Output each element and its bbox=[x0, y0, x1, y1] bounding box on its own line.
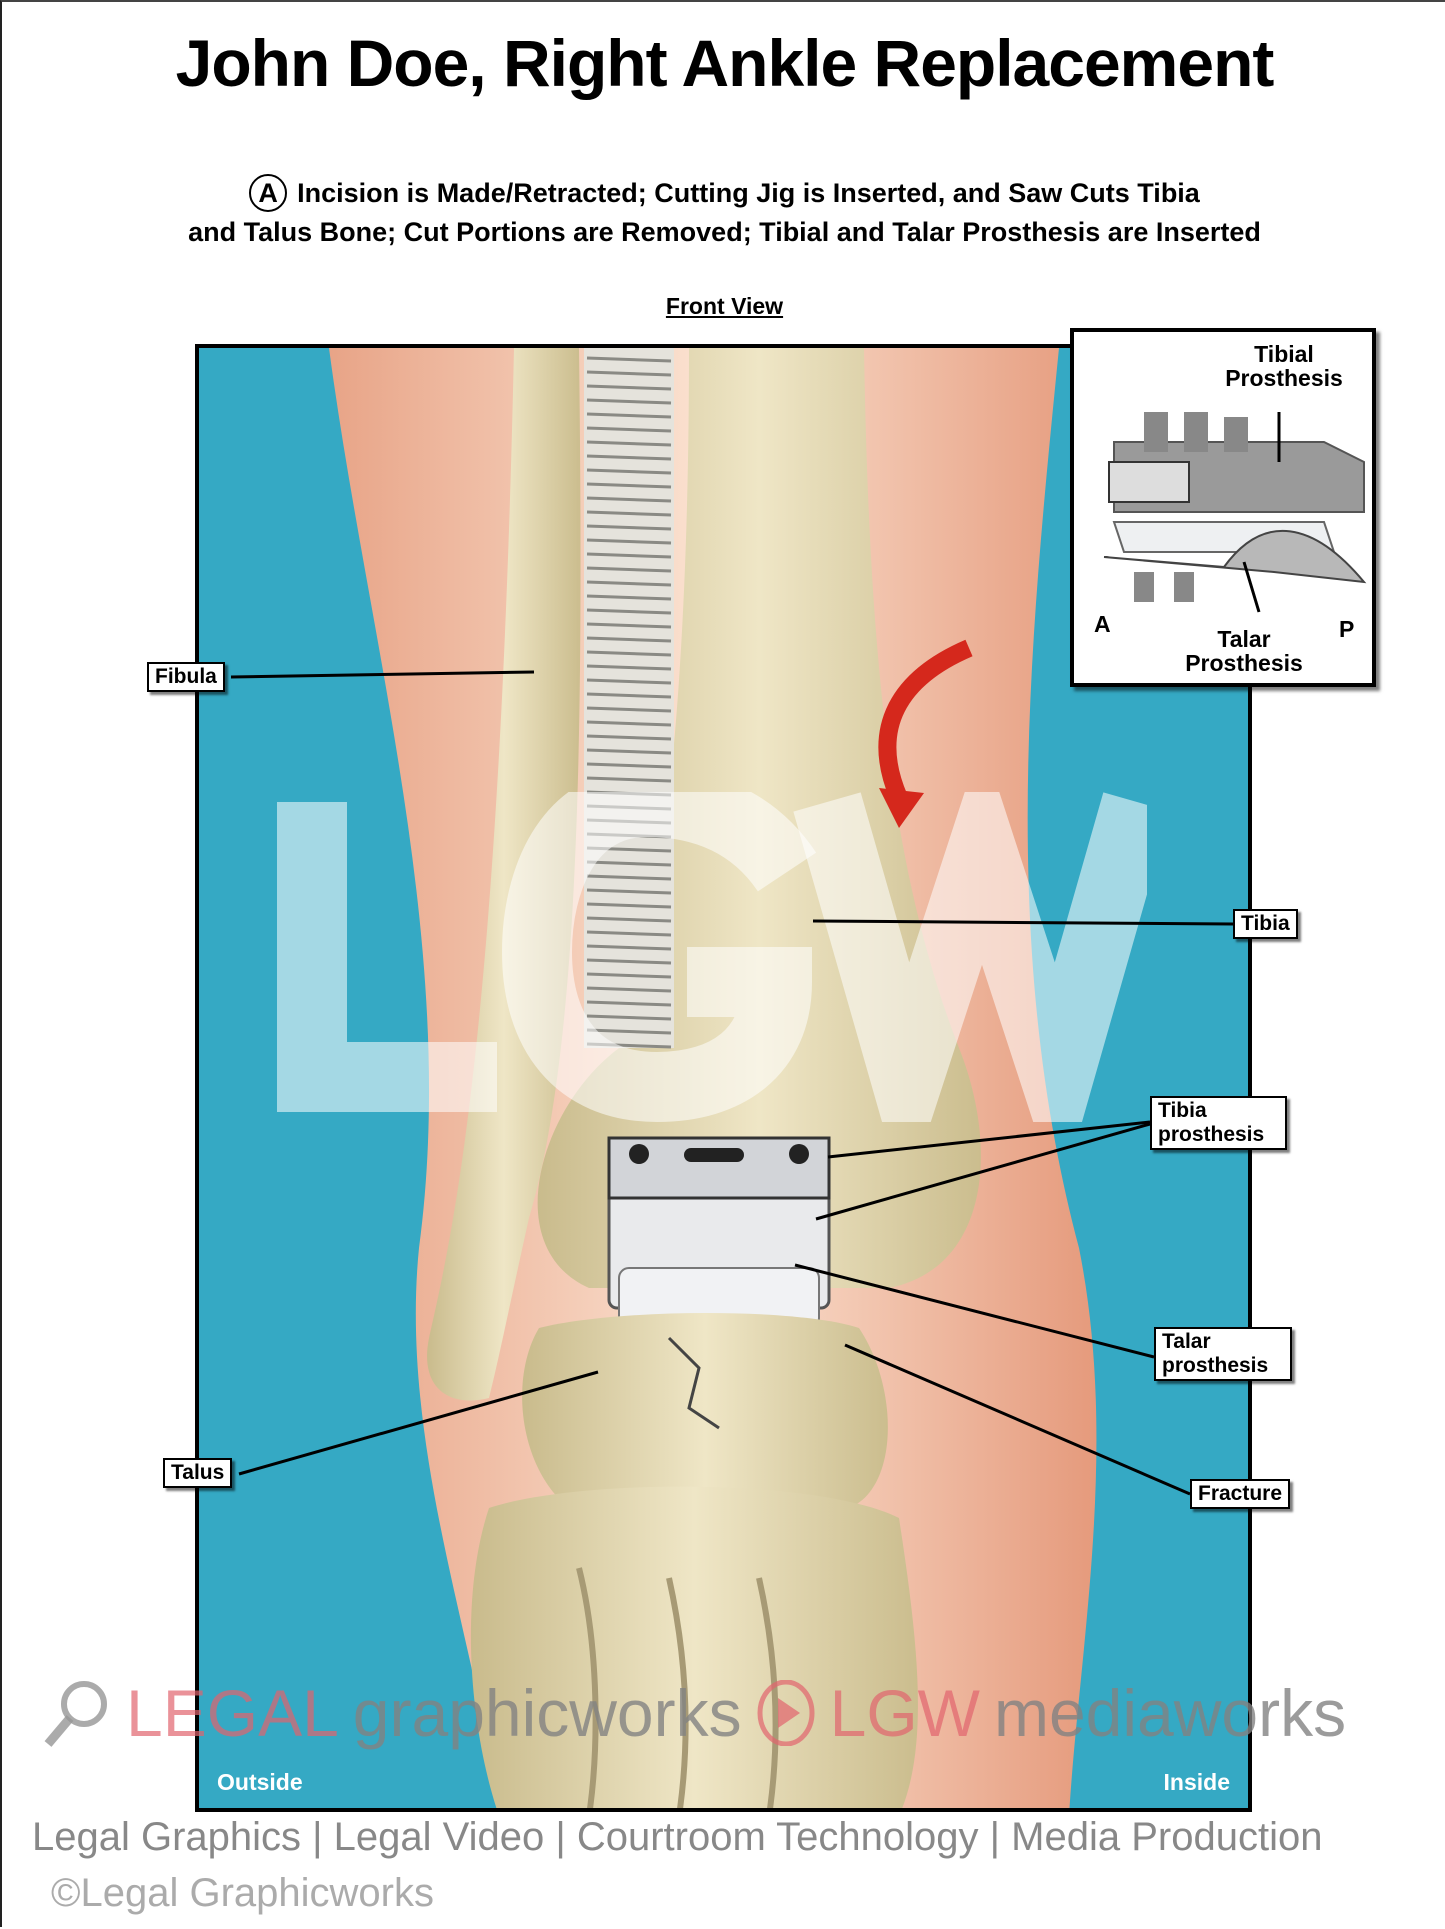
saw-cut-line bbox=[586, 636, 672, 643]
saw-cut-line bbox=[586, 650, 672, 657]
saw-cut-line bbox=[586, 664, 672, 671]
subtitle-line-2: and Talus Bone; Cut Portions are Removed… bbox=[188, 217, 1261, 247]
brand-logo: LEGAL graphicworks LGW mediaworks bbox=[42, 1678, 1346, 1748]
saw-cut-line bbox=[586, 468, 672, 475]
saw-cut-line bbox=[586, 594, 672, 601]
talus-bone bbox=[522, 1313, 888, 1508]
saw-cut-line bbox=[586, 762, 672, 769]
label-talus: Talus bbox=[163, 1458, 233, 1488]
saw-cut-line bbox=[586, 496, 672, 503]
inset-tibial-label: Tibial Prosthesis bbox=[1225, 341, 1343, 391]
inset-anterior-label: A bbox=[1094, 611, 1111, 637]
saw-cut-line bbox=[586, 370, 672, 377]
saw-cut-line bbox=[586, 776, 672, 783]
label-talar-prosthesis: Talar prosthesis bbox=[1154, 1327, 1292, 1381]
saw-cut-line bbox=[586, 580, 672, 587]
page-title: John Doe, Right Ankle Replacement bbox=[175, 26, 1275, 100]
saw-cut-line bbox=[586, 440, 672, 447]
saw-cut-line bbox=[586, 566, 672, 573]
saw-cut-line bbox=[586, 412, 672, 419]
saw-cut-line bbox=[586, 678, 672, 685]
subtitle-line-1: Incision is Made/Retracted; Cutting Jig … bbox=[297, 178, 1200, 208]
label-fracture: Fracture bbox=[1190, 1479, 1291, 1509]
saw-cut-line bbox=[586, 384, 672, 391]
saw-cut-line bbox=[586, 524, 672, 531]
saw-cut-line bbox=[586, 482, 672, 489]
saw-cut-line bbox=[586, 426, 672, 433]
brand-mediaworks: mediaworks bbox=[993, 1676, 1347, 1750]
saw-cut-line bbox=[586, 706, 672, 713]
procedure-description: A Incision is Made/Retracted; Cutting Jig… bbox=[12, 174, 1437, 252]
saw-cut-line bbox=[586, 398, 672, 405]
step-marker: A bbox=[249, 174, 288, 212]
view-label: Front View bbox=[665, 293, 784, 319]
inside-label: Inside bbox=[1163, 1769, 1230, 1795]
inset-talar-label: Talar Prosthesis bbox=[1185, 626, 1303, 676]
play-icon bbox=[757, 1680, 815, 1746]
brand-legal: LEGAL bbox=[126, 1676, 339, 1750]
saw-cut-line bbox=[586, 748, 672, 755]
saw-cut-line bbox=[586, 622, 672, 629]
brand-lgw: LGW bbox=[829, 1676, 980, 1750]
brand-graphicworks: graphicworks bbox=[352, 1676, 742, 1750]
saw-cut-line bbox=[586, 552, 672, 559]
saw-cut-line bbox=[586, 356, 672, 363]
saw-cut-line bbox=[586, 692, 672, 699]
tagline: Legal Graphics | Legal Video | Courtroom… bbox=[32, 1815, 1323, 1859]
saw-cut-line bbox=[586, 720, 672, 727]
saw-cut-line bbox=[586, 510, 672, 517]
label-tibia: Tibia bbox=[1233, 909, 1298, 939]
inset-posterior-label: P bbox=[1339, 616, 1355, 642]
fracture-line bbox=[667, 1336, 720, 1430]
prosthesis-drawing bbox=[1103, 412, 1367, 613]
prosthesis-inset: Tibial Prosthesis A P Talar Prosthesis bbox=[1070, 328, 1376, 687]
label-fibula: Fibula bbox=[147, 662, 225, 692]
saw-cut-marks bbox=[584, 348, 674, 1049]
saw-cut-line bbox=[586, 734, 672, 741]
magnifier-icon bbox=[44, 1681, 107, 1747]
saw-cut-line bbox=[586, 608, 672, 615]
watermark-text: ©Legal Graphicworks bbox=[51, 1871, 434, 1915]
outside-label: Outside bbox=[217, 1769, 303, 1795]
foot-bones bbox=[470, 1486, 918, 1808]
saw-cut-line bbox=[586, 454, 672, 461]
label-tibia-prosthesis: Tibia prosthesis bbox=[1150, 1096, 1287, 1150]
red-arrow bbox=[878, 639, 973, 802]
saw-cut-line bbox=[586, 538, 672, 545]
